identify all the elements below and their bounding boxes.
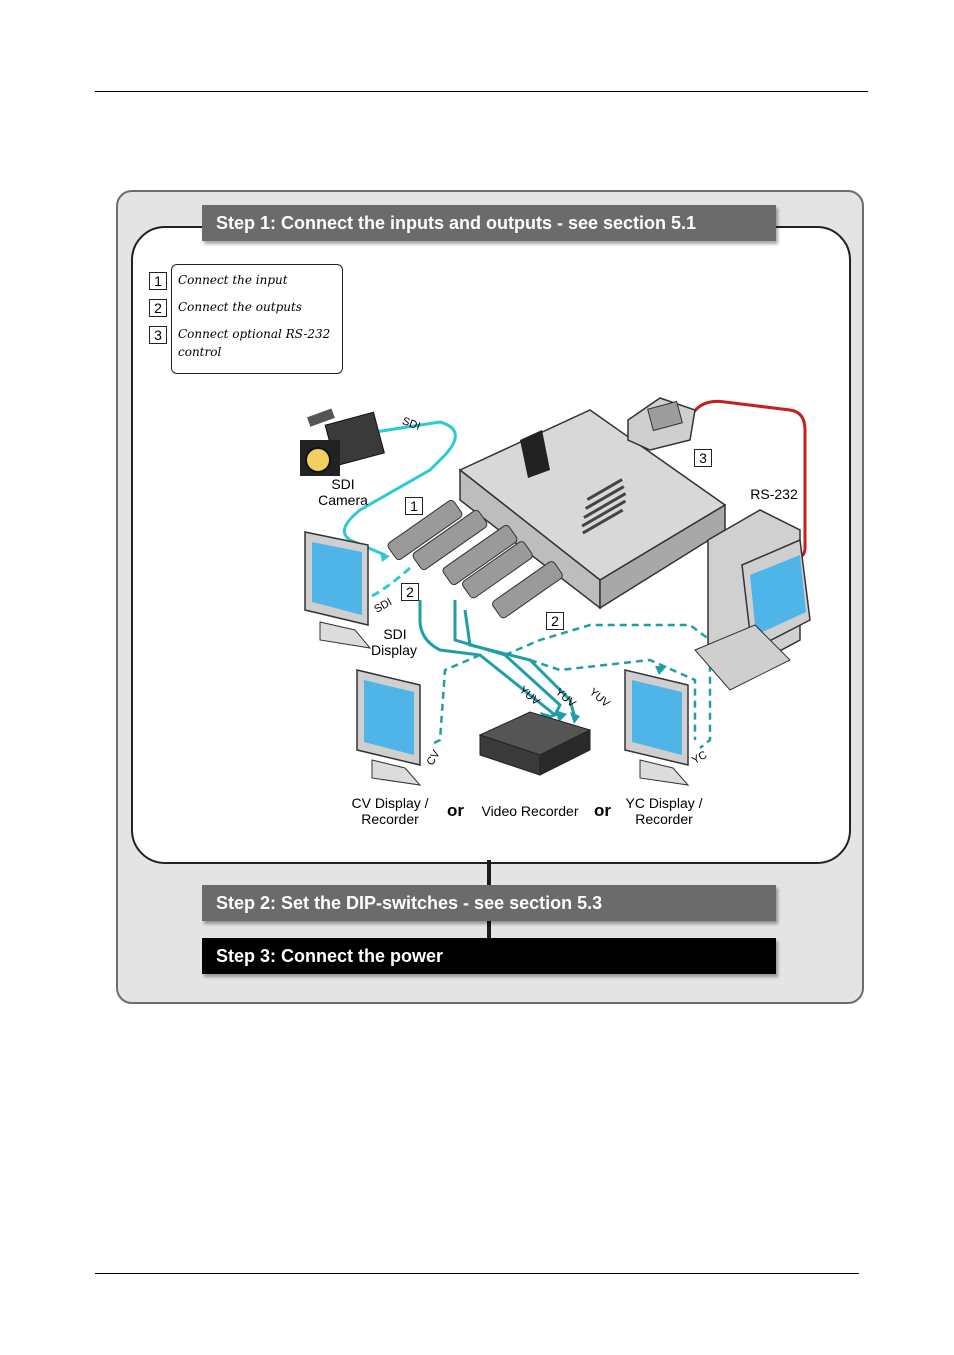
legend-number: 3 (149, 326, 167, 344)
step-marker-3: 3 (694, 449, 712, 467)
sdi-display-label: SDI (383, 626, 407, 642)
step2-banner: Step 2: Set the DIP-switches - see secti… (202, 885, 776, 921)
step1-banner: Step 1: Connect the inputs and outputs -… (202, 205, 776, 241)
cv-cable (429, 653, 481, 747)
yc-display-icon (624, 669, 690, 786)
yc-display-label: YC Display / (625, 795, 703, 811)
db9-connector-icon (627, 397, 696, 451)
sdi-display-label: Display (371, 642, 417, 658)
cv-display-label: CV Display / (351, 795, 429, 811)
or-label: or (447, 801, 464, 820)
rs232-label: RS-232 (750, 486, 798, 502)
step3-banner: Step 3: Connect the power (202, 938, 776, 974)
sdi-input-cable (342, 420, 457, 557)
legend-item-continued: control (178, 345, 222, 359)
video-recorder-icon (478, 711, 592, 776)
arrow-icon (380, 552, 390, 562)
legend-item: Connect optional RS-232 (178, 327, 331, 341)
arrow-icon (570, 712, 580, 724)
arrow-icon (555, 710, 567, 722)
cv-display-label: Recorder (361, 811, 419, 827)
step-marker-1: 1 (405, 497, 423, 515)
legend-number: 2 (149, 299, 167, 317)
step-marker-2: 2 (546, 612, 564, 630)
yuv-cable (418, 600, 559, 722)
cv-display-icon (356, 669, 422, 786)
yc-display-label: Recorder (635, 811, 693, 827)
rs232-cable (688, 399, 807, 560)
step-connector (487, 860, 491, 886)
camera-icon (300, 408, 385, 476)
yuv-cable (453, 600, 562, 716)
legend-item: Connect the input (178, 273, 288, 287)
legend-number: 1 (149, 272, 167, 290)
converter-device (458, 409, 727, 610)
legend-item: Connect the outputs (178, 300, 302, 314)
camera-label: SDI (331, 476, 355, 492)
yc-cable (529, 658, 697, 740)
or-label: or (594, 801, 611, 820)
step-connector (487, 920, 491, 938)
header-rule (95, 91, 868, 92)
step-marker-2: 2 (401, 583, 419, 601)
bnc-connectors (387, 499, 563, 619)
camera-label: Camera (318, 492, 368, 508)
pc-icon (694, 509, 811, 691)
sdi-display-icon (304, 531, 372, 649)
footer-rule (95, 1273, 859, 1274)
yc-cable (504, 623, 712, 749)
legend-box (171, 264, 343, 374)
video-recorder-label: Video Recorder (481, 803, 579, 819)
sdi-output-cable (367, 566, 411, 600)
arrow-icon (655, 666, 667, 675)
